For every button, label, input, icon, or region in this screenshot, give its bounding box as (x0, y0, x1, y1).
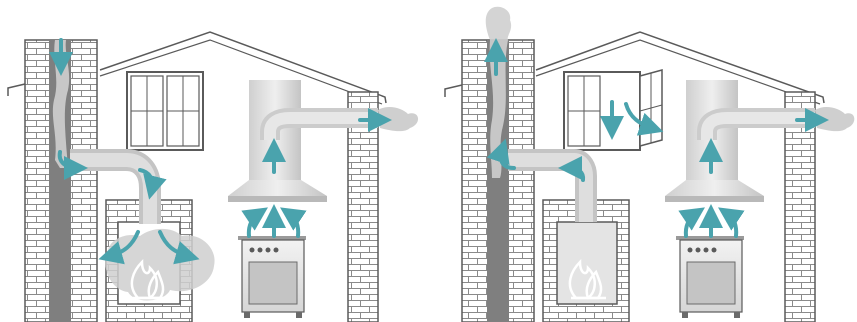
airflow-arrow-icon (678, 207, 705, 238)
airflow-arrow-icon (486, 138, 516, 170)
airflow-arrow-icon (98, 230, 140, 265)
airflow-arrow-icon (57, 150, 88, 180)
stove-icon (238, 236, 306, 318)
range-hood-icon (228, 80, 419, 202)
fire-icon (568, 258, 606, 300)
airflow-arrow-icon (158, 230, 200, 265)
range-hood-icon (665, 80, 855, 202)
airflow-arrow-icon (241, 207, 268, 238)
fire-icon (130, 258, 168, 300)
airflow-arrow-icon (718, 207, 745, 238)
airflow-arrow-icon (624, 102, 664, 136)
smoke-plume-icon (378, 107, 419, 132)
airflow-arrow-icon (280, 207, 307, 238)
chimney-icon (24, 39, 98, 322)
smoke-plume-icon (105, 228, 215, 301)
fireplace-icon (542, 199, 630, 322)
smoke-plume-icon (815, 107, 855, 132)
airflow-arrows-right (484, 38, 829, 238)
panel-right (444, 6, 855, 322)
panel-left (7, 31, 419, 322)
airflow-arrow-icon (558, 156, 586, 182)
stove-icon (676, 236, 744, 318)
house-outline-icon (7, 31, 387, 105)
house-outline-icon (444, 31, 825, 105)
window-icon (126, 71, 204, 151)
airflow-arrows-left (49, 38, 392, 265)
airflow-arrow-icon (138, 168, 167, 200)
